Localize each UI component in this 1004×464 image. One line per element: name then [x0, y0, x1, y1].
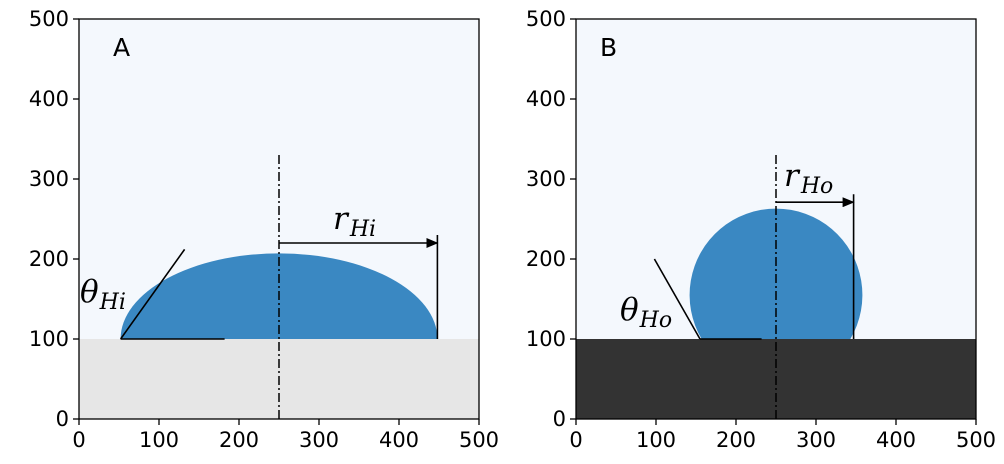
panel-b-y-ticks: 0 100 200 300 400 500	[526, 7, 576, 431]
panel-b-x-tick-label: 400	[876, 428, 916, 452]
panel-a-frame	[78, 18, 480, 420]
panel-b-radius-label: rHo	[784, 158, 833, 199]
panel-a-y-tick-label: 100	[29, 327, 69, 351]
panel-b-x-tick-label: 300	[796, 428, 836, 452]
panel-b-y-tick-label: 200	[526, 247, 566, 271]
panel-b-x-tick-label: 500	[956, 428, 996, 452]
panel-b-y-tick-label: 300	[526, 167, 566, 191]
panel-a-x-tick-label: 0	[72, 428, 85, 452]
panel-a-x-tick-label: 400	[379, 428, 419, 452]
panel-a-angle-label: θHi	[80, 274, 126, 315]
panel-a-x-tick-label: 300	[299, 428, 339, 452]
panel-a-y-tick-label: 400	[29, 87, 69, 111]
panel-a-y-ticks: 0 100 200 300 400 500	[29, 7, 79, 431]
panel-a-x-tick-label: 200	[219, 428, 259, 452]
panel-b-y-tick-label: 400	[526, 87, 566, 111]
panel-a: rHi θHi A 0 100 200 300 400 500 0 100 200 300 400…	[29, 7, 499, 452]
panel-a-x-ticks: 0 100 200 300 400 500	[72, 419, 499, 452]
panel-a-y-tick-label: 300	[29, 167, 69, 191]
panel-b-letter: B	[600, 33, 617, 62]
panel-a-radius-label: rHi	[333, 201, 376, 242]
panel-b-x-tick-label: 0	[569, 428, 582, 452]
panel-a-y-tick-label: 500	[29, 7, 69, 31]
panel-b-tangent-line	[653, 258, 701, 340]
panel-b-droplet	[689, 208, 863, 339]
panel-a-x-tick-label: 100	[139, 428, 179, 452]
panel-b-x-tick-label: 200	[716, 428, 756, 452]
panel-b-frame	[575, 18, 977, 420]
panel-a-x-tick-label: 500	[459, 428, 499, 452]
panel-b-y-tick-label: 500	[526, 7, 566, 31]
panel-a-y-tick-label: 200	[29, 247, 69, 271]
panel-b-x-ticks: 0 100 200 300 400 500	[569, 419, 996, 452]
panel-b-x-tick-label: 100	[636, 428, 676, 452]
panel-a-letter: A	[113, 33, 130, 62]
panel-b-y-tick-label: 0	[553, 407, 566, 431]
panel-a-tangent-line	[119, 248, 186, 340]
panel-b-angle-label: θHo	[620, 292, 672, 333]
panel-a-y-tick-label: 0	[56, 407, 69, 431]
panel-b-y-tick-label: 100	[526, 327, 566, 351]
panel-b: rHo θHo B 0 100 200 300 400 500 0 100 200 300 400…	[526, 7, 996, 452]
